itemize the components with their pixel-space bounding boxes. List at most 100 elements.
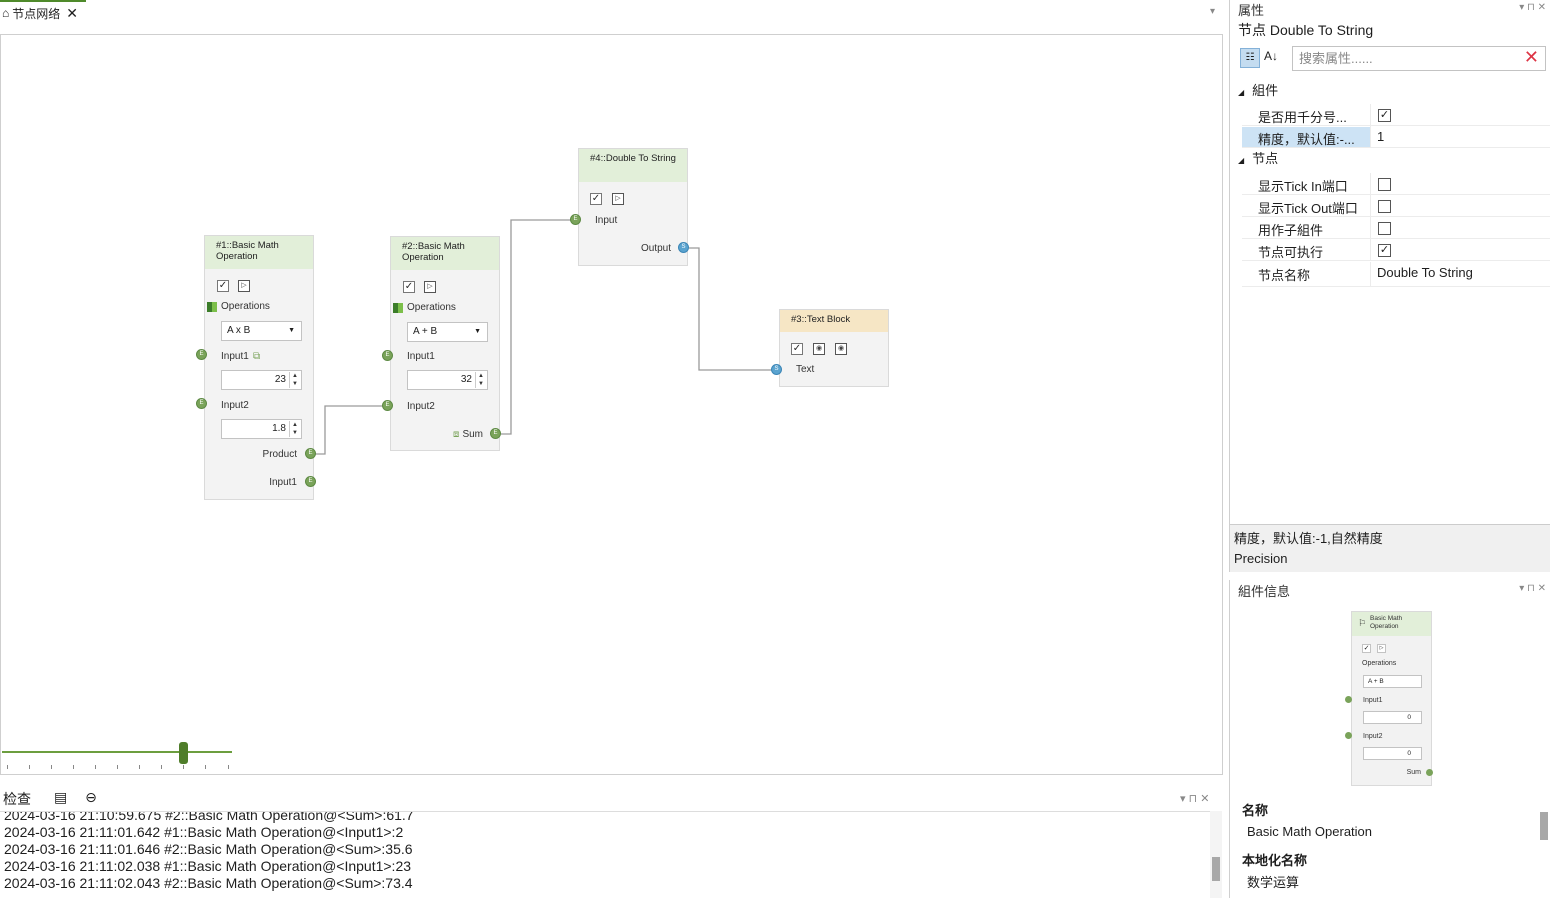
component-preview: Basic Math Operation ⚐ ✓ ▷ Operations A … bbox=[1351, 611, 1432, 786]
properties-panel-title: 属性 bbox=[1238, 3, 1265, 18]
input-port[interactable]: E bbox=[382, 350, 393, 361]
tick-out-checkbox[interactable] bbox=[1378, 200, 1391, 213]
preview-port bbox=[1345, 696, 1352, 703]
node-name-value[interactable]: Double To String bbox=[1377, 265, 1473, 280]
zoom-tick bbox=[117, 765, 118, 769]
document-tab[interactable]: ⌂ 节点网络 ✕ bbox=[0, 0, 86, 24]
operation-select[interactable]: A + B▼ bbox=[407, 322, 488, 342]
node-canvas[interactable]: #1::Basic Math Operation ✓ ▷ Operations … bbox=[0, 34, 1223, 775]
prop-row-node-name[interactable]: 节点名称 Double To String bbox=[1242, 262, 1550, 287]
category-node[interactable]: ◢节点 bbox=[1238, 151, 1279, 166]
precision-value[interactable]: 1 bbox=[1377, 129, 1385, 144]
preview-run-icon: ▷ bbox=[1377, 644, 1386, 653]
scroll-thumb[interactable] bbox=[1212, 857, 1220, 881]
output-port[interactable]: S bbox=[678, 242, 689, 253]
run-icon[interactable]: ▷ bbox=[424, 281, 436, 293]
enable-checkbox[interactable]: ✓ bbox=[217, 280, 229, 292]
output-port[interactable]: E bbox=[305, 476, 316, 487]
inspect-log[interactable]: 2024-03-16 21:10:59.675 #2::Basic Math O… bbox=[0, 811, 1210, 898]
input-port[interactable]: E bbox=[196, 349, 207, 360]
collapse-icon: ◢ bbox=[1238, 156, 1245, 165]
prop-row-precision[interactable]: 精度，默认值:-... 1 bbox=[1242, 126, 1550, 148]
properties-panel: 属性 ▾ ⊓ ✕ 节点 Double To String ☷ A↓ 搜索属性..… bbox=[1229, 0, 1550, 572]
prop-row-as-sub[interactable]: 用作子組件 bbox=[1242, 217, 1550, 239]
preview-port bbox=[1345, 732, 1352, 739]
executable-checkbox[interactable]: ✓ bbox=[1378, 244, 1391, 257]
zoom-tick bbox=[139, 765, 140, 769]
close-icon[interactable]: ✕ bbox=[66, 4, 78, 21]
prop-row-tick-out[interactable]: 显示Tick Out端口 bbox=[1242, 195, 1550, 217]
alphabetical-sort-icon[interactable]: A↓ bbox=[1264, 49, 1279, 63]
flag-icon: ⚐ bbox=[1358, 618, 1367, 628]
info-scrollbar[interactable] bbox=[1538, 798, 1550, 898]
output-port[interactable]: E bbox=[305, 448, 316, 459]
scroll-thumb[interactable] bbox=[1540, 812, 1548, 840]
prop-row-tick-in[interactable]: 显示Tick In端口 bbox=[1242, 173, 1550, 195]
home-icon: ⌂ bbox=[2, 6, 10, 20]
enable-checkbox[interactable]: ✓ bbox=[590, 193, 602, 205]
node-basic-math-2[interactable]: #2::Basic Math Operation ✓ ▷ Operations … bbox=[390, 236, 500, 451]
wire-sum-to-input bbox=[501, 219, 575, 435]
chevron-down-icon: ▼ bbox=[288, 327, 295, 334]
local-name-value: 数学运算 bbox=[1247, 875, 1300, 890]
input1-stepper[interactable]: 32▲▼ bbox=[407, 370, 488, 390]
zoom-tick bbox=[183, 765, 184, 769]
categorized-sort-icon[interactable]: ☷ bbox=[1240, 48, 1260, 68]
preview-input2-label: Input2 bbox=[1363, 733, 1383, 740]
input1-stepper[interactable]: 23▲▼ bbox=[221, 370, 302, 390]
spinner-icon[interactable]: ▲▼ bbox=[289, 372, 300, 388]
name-value: Basic Math Operation bbox=[1247, 824, 1373, 839]
zoom-slider[interactable] bbox=[2, 751, 232, 753]
node-title: #1::Basic Math Operation bbox=[205, 236, 313, 269]
list-icon[interactable]: ▤ bbox=[54, 789, 68, 805]
wire-product-to-input2 bbox=[315, 405, 387, 455]
category-component[interactable]: ◢組件 bbox=[1238, 83, 1279, 98]
spinner-icon[interactable]: ▲▼ bbox=[289, 421, 300, 437]
prop-row-thousands[interactable]: 是否用千分号... ✓ bbox=[1242, 104, 1550, 126]
panel-controls-icon[interactable]: ▾ ⊓ ✕ bbox=[1519, 583, 1546, 594]
clear-icon[interactable]: ⊖ bbox=[85, 789, 97, 805]
panel-controls-icon[interactable]: ▾ ⊓ ✕ bbox=[1519, 2, 1546, 13]
panel-controls-icon[interactable]: ▾ ⊓ ✕ bbox=[1180, 793, 1210, 805]
prop-row-executable[interactable]: 节点可执行 ✓ bbox=[1242, 239, 1550, 261]
node-double-to-string[interactable]: #4::Double To String ✓ ▷ Input Output bbox=[578, 148, 688, 266]
input1-label: Input1 bbox=[407, 351, 435, 362]
operation-select[interactable]: A x B▼ bbox=[221, 321, 302, 341]
preview-select: A + B bbox=[1363, 675, 1422, 688]
log-scrollbar[interactable] bbox=[1210, 811, 1222, 898]
component-info-panel: 組件信息 ▾ ⊓ ✕ Basic Math Operation ⚐ ✓ ▷ Op… bbox=[1229, 580, 1550, 898]
component-info-title: 組件信息 bbox=[1238, 584, 1291, 599]
input2-label: Input2 bbox=[407, 401, 435, 412]
operations-label: Operations bbox=[221, 301, 270, 312]
log-line: 2024-03-16 21:11:01.642 #1::Basic Math O… bbox=[4, 824, 404, 840]
as-sub-checkbox[interactable] bbox=[1378, 222, 1391, 235]
preview-input1-stepper: 0 bbox=[1363, 711, 1422, 724]
input-port[interactable]: E bbox=[196, 398, 207, 409]
input-port[interactable]: S bbox=[771, 364, 782, 375]
preview-checkbox: ✓ bbox=[1362, 644, 1371, 653]
sum-icon: ⧈ bbox=[453, 429, 460, 440]
preview-port bbox=[1426, 769, 1433, 776]
selected-node-heading: 节点 Double To String bbox=[1238, 22, 1374, 38]
property-search-input[interactable]: 搜索属性...... ✕ bbox=[1292, 46, 1546, 71]
input-port[interactable]: E bbox=[382, 400, 393, 411]
output-port[interactable]: E bbox=[490, 428, 501, 439]
run-icon[interactable]: ▷ bbox=[238, 280, 250, 292]
thousands-checkbox[interactable]: ✓ bbox=[1378, 109, 1391, 122]
eye-icon[interactable]: ◉ bbox=[813, 343, 825, 355]
eye-detail-icon[interactable]: ◉ bbox=[835, 343, 847, 355]
chevron-down-icon[interactable]: ▾ bbox=[1210, 6, 1216, 17]
zoom-slider-thumb[interactable] bbox=[179, 742, 189, 764]
enable-checkbox[interactable]: ✓ bbox=[403, 281, 415, 293]
spinner-icon[interactable]: ▲▼ bbox=[475, 372, 486, 388]
input-label: Input bbox=[595, 215, 618, 226]
input2-stepper[interactable]: 1.8▲▼ bbox=[221, 419, 302, 439]
clear-search-icon[interactable]: ✕ bbox=[1523, 47, 1539, 67]
input-port[interactable]: E bbox=[570, 214, 581, 225]
enable-checkbox[interactable]: ✓ bbox=[791, 343, 803, 355]
node-title: #3::Text Block bbox=[780, 310, 888, 332]
node-text-block[interactable]: #3::Text Block ✓ ◉ ◉ Text bbox=[779, 309, 889, 387]
node-basic-math-1[interactable]: #1::Basic Math Operation ✓ ▷ Operations … bbox=[204, 235, 314, 500]
run-icon[interactable]: ▷ bbox=[612, 193, 624, 205]
tick-in-checkbox[interactable] bbox=[1378, 178, 1391, 191]
